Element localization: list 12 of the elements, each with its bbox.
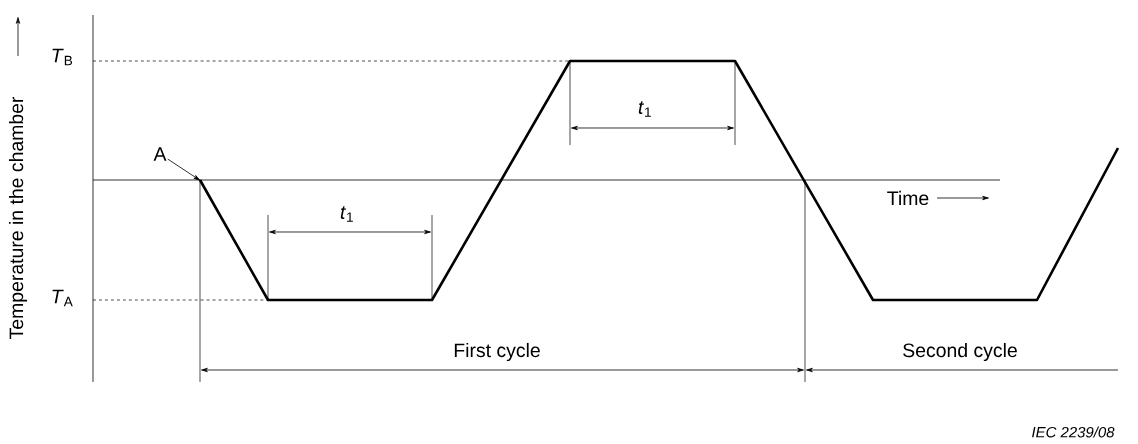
dimension-label: First cycle [454, 342, 540, 362]
dimension-label: t$_{1}$ [340, 206, 353, 222]
temperature-curve [198, 59, 1120, 302]
axis-label: Temperature in the chamber [8, 96, 28, 340]
axis-label: T$_{A}$ [52, 289, 73, 307]
dimension-label: Second cycle [903, 342, 1017, 362]
leader-line [167, 158, 201, 181]
dimension-label: t$_{1}$ [638, 101, 651, 117]
axis-label: T$_{B}$ [52, 48, 73, 66]
point-label: A [153, 147, 167, 161]
axis-label: Time [887, 190, 929, 206]
figure-number: IEC 2239/08 [1032, 426, 1115, 438]
